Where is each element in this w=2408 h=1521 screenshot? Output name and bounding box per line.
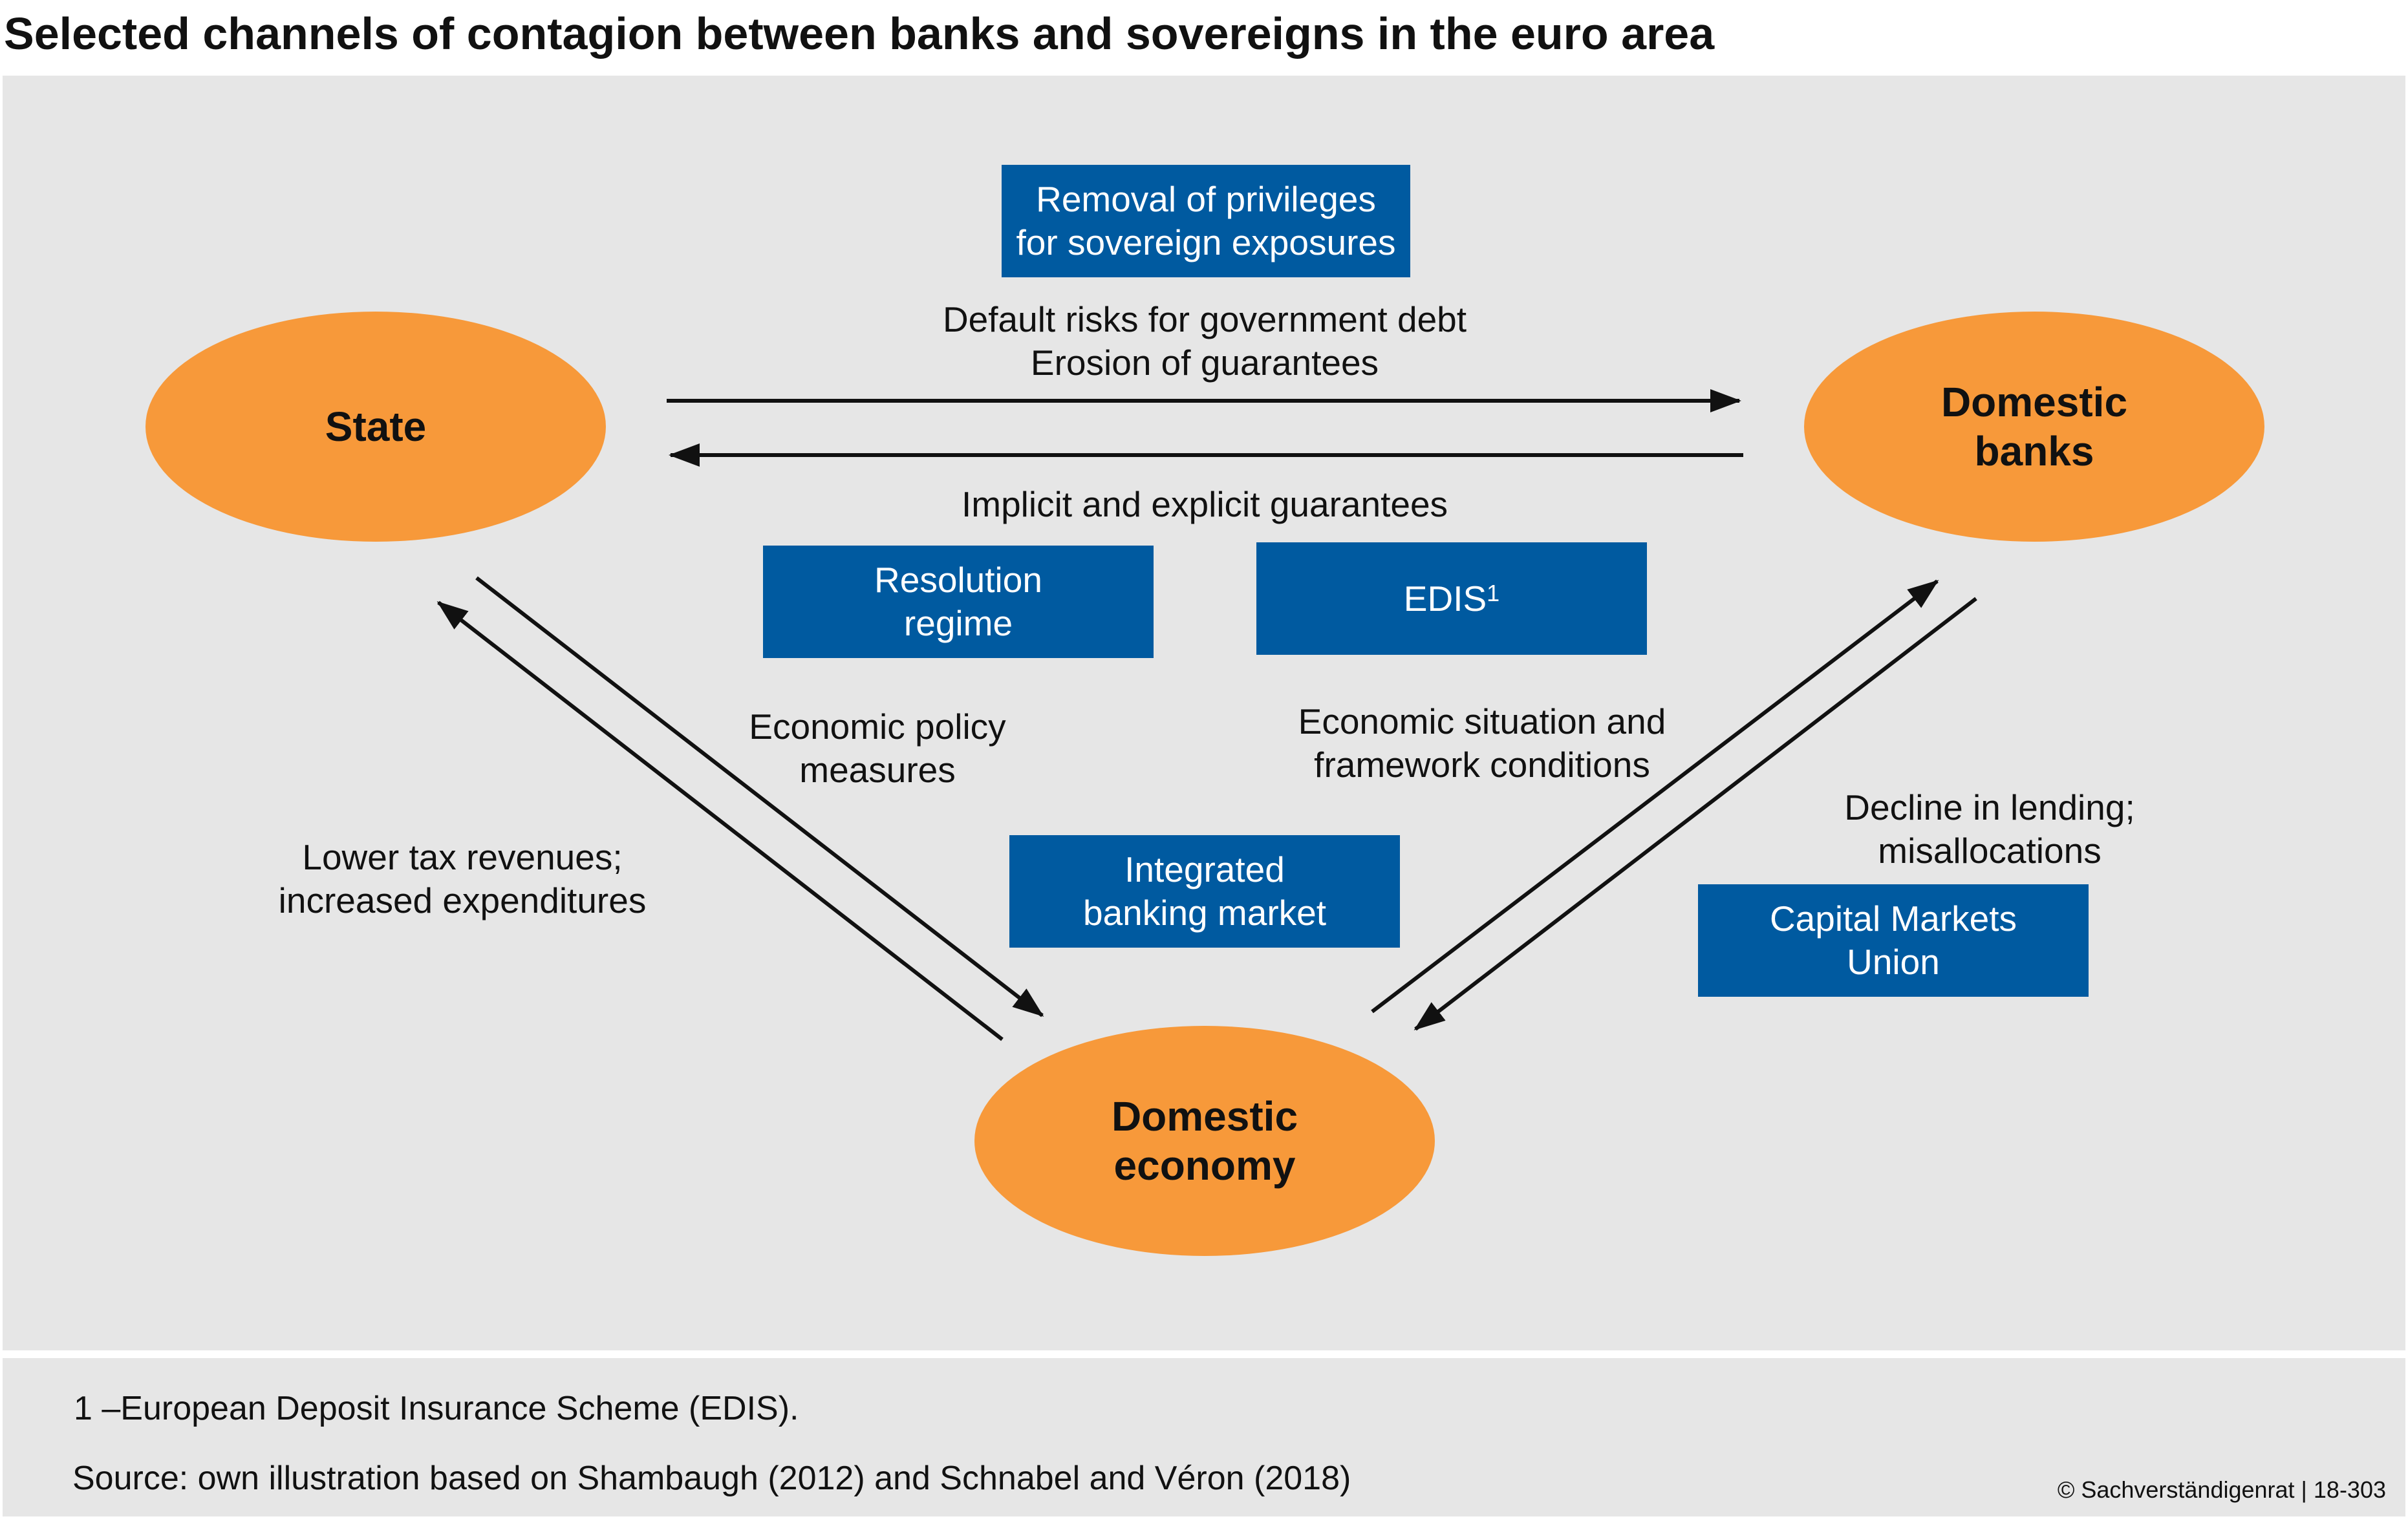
- figure-title: Selected channels of contagion between b…: [4, 8, 1715, 59]
- arrow-state-to-economy: [475, 576, 1044, 1017]
- source-note: Source: own illustration based on Shamba…: [72, 1460, 1351, 1497]
- edis-label: EDIS: [1403, 578, 1487, 619]
- label-default-risks: Default risks for government debt Erosio…: [942, 299, 1467, 383]
- label-economic-policy: Economic policy measures: [749, 707, 1006, 790]
- label-guarantees: Implicit and explicit guarantees: [961, 484, 1448, 524]
- box-integrated-banking-market: Integrated banking market: [1009, 835, 1400, 948]
- label-economic-situation: Economic situation and framework conditi…: [1298, 701, 1666, 785]
- label-decline-lending: Decline in lending; misallocations: [1844, 787, 2135, 871]
- box-capital-markets-union: Capital Markets Union: [1698, 884, 2089, 997]
- copyright: © Sachverständigenrat | 18-303: [2057, 1476, 2386, 1503]
- footer-panel: 1 –European Deposit Insurance Scheme (ED…: [3, 1358, 2405, 1516]
- state-node-shape: [145, 312, 606, 542]
- box-removal-privileges: Removal of privileges for sovereign expo…: [1002, 165, 1410, 277]
- label-lower-tax: Lower tax revenues; increased expenditur…: [278, 837, 647, 920]
- footnote: 1 –European Deposit Insurance Scheme (ED…: [74, 1390, 799, 1427]
- arrow-economy-to-state: [436, 601, 1004, 1041]
- box-resolution-regime: Resolution regime: [763, 546, 1154, 658]
- domestic-banks-node-shape: [1804, 312, 2264, 542]
- state-node: State: [325, 403, 427, 450]
- domestic-economy-node-shape: [974, 1026, 1435, 1256]
- domestic-banks-node: Domestic banks: [1940, 379, 2128, 474]
- domestic-economy-node: Domestic economy: [1111, 1093, 1298, 1189]
- arrow-banks-to-economy: [1414, 597, 1977, 1031]
- arrow-economy-to-banks: [1371, 579, 1939, 1014]
